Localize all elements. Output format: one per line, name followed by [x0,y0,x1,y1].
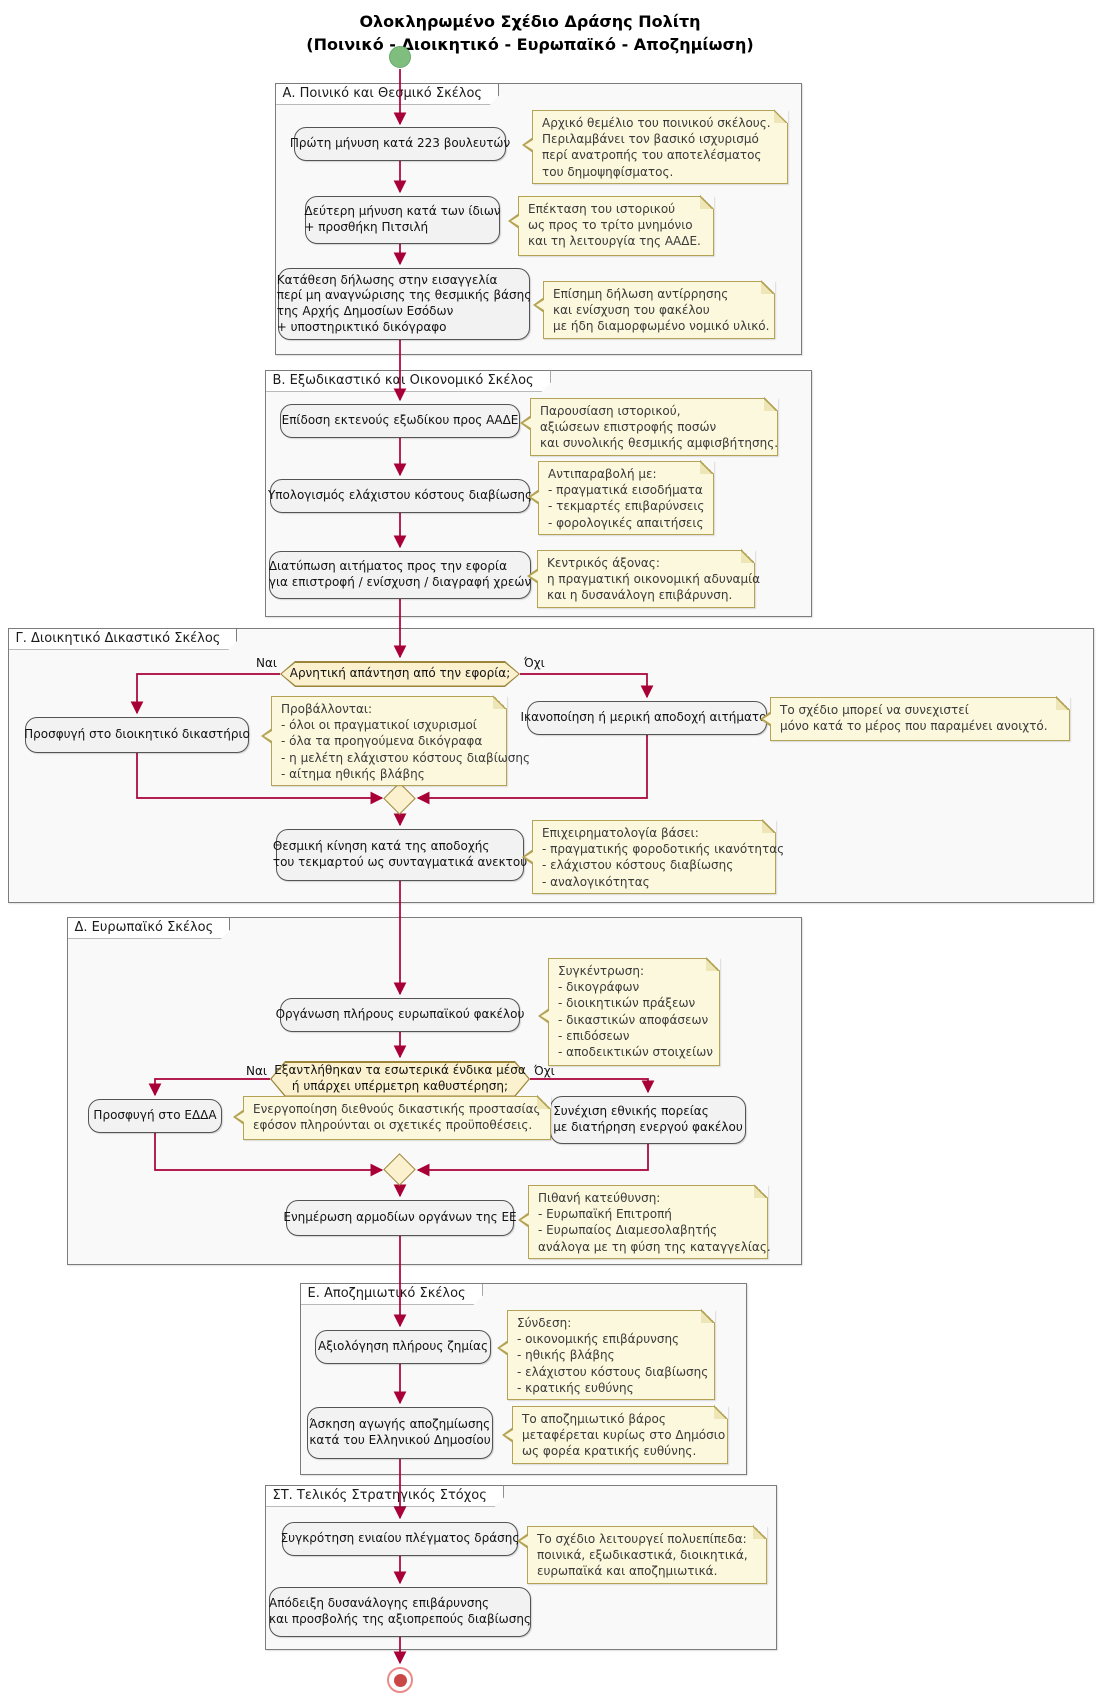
start-node [389,46,411,68]
arrow-decision-d-no [530,1078,655,1094]
partition-b-label: Β. Εξωδικαστικό και Οικονομικό Σκέλος [265,370,551,392]
note-b1-fold [764,397,778,411]
decision-d-fill [272,1063,529,1096]
arrow-decision-c-no [520,673,654,699]
end-node [387,1667,413,1693]
arrow-cright-merge [416,735,648,805]
activity-c-right: Ικανοποίηση ή μερική αποδοχή αιτήματος [521,701,774,735]
partition-d-label: Δ. Ευρωπαϊκό Σκέλος [67,917,231,939]
note-e2-fold [714,1405,728,1419]
activity-c2: Θεσμική κίνηση κατά της αποδοχής του τεκ… [273,829,527,881]
decision-d-question: Εξαντλήθηκαν τα εσωτερικά ένδικα μέσα ή … [274,1063,526,1093]
note-b2-fold [700,460,714,474]
note-f1: Το σχέδιο λειτουργεί πολυεπίπεδα: ποινικ… [517,1526,767,1584]
activity-d-left: Προσφυγή στο ΕΔΔΑ [88,1099,222,1133]
partition-e-label: Ε. Αποζημιωτικό Σκέλος [300,1283,483,1305]
decision-c: Αρνητική απάντηση από την εφορία; [280,661,520,687]
note-b3: Κεντρικός άξονας: η πραγματική οικονομικ… [527,550,760,608]
arrow-cleft-merge [136,753,384,805]
note-b1: Παρουσίαση ιστορικού, αξιώσεων επιστροφή… [520,398,778,456]
note-d2: Πιθανή κατεύθυνση: - Ευρωπαϊκή Επιτροπή … [518,1185,771,1259]
activity-a3: Κατάθεση δήλωσης στην εισαγγελία περί μη… [277,268,531,340]
edge-label-d-yes: Ναι [246,1064,267,1078]
activity-f1: Συγκρότηση ενιαίου πλέγματος δράσης [281,1522,519,1556]
note-a1: Αρχικό θεμέλιο του ποινικού σκέλους. Περ… [522,110,788,184]
note-d2-fold [754,1184,768,1198]
decision-c-fill [282,663,519,686]
activity-b1: Επίδοση εκτενούς εξωδίκου προς ΑΑΔΕ [280,404,520,438]
end-node-dot [393,1673,407,1687]
activity-d2: Ενημέρωση αρμοδίων οργάνων της ΕΕ [283,1200,517,1236]
edge-label-c-yes: Ναι [256,656,277,670]
activity-e2: Άσκηση αγωγής αποζημίωσης κατά του Ελλην… [307,1407,493,1459]
decision-d: Εξαντλήθηκαν τα εσωτερικά ένδικα μέσα ή … [270,1061,530,1097]
note-b3-fold [741,549,755,563]
activity-f2: Απόδειξη δυσανάλογης επιβάρυνσης και προ… [269,1587,531,1637]
activity-e1: Αξιολόγηση πλήρους ζημίας [315,1330,491,1364]
note-d1: Συγκέντρωση: - δικογράφων - διοικητικών … [538,958,720,1066]
note-c-left-fold [493,695,507,709]
note-d-left: Ενεργοποίηση διεθνούς δικαστικής προστασ… [233,1096,551,1140]
partition-c-label: Γ. Διοικητικό Δικαστικό Σκέλος [8,628,238,650]
arrow-dleft-merge [154,1133,384,1177]
note-c-left: Προβάλλονται: - όλοι οι πραγματικοί ισχυ… [261,696,530,786]
note-a3: Επίσημη δήλωση αντίρρησης και ενίσχυση τ… [533,281,775,339]
arrow-dright-merge [416,1144,649,1177]
activity-d1: Οργάνωση πλήρους ευρωπαϊκού φακέλου [276,998,524,1032]
note-e1: Σύνδεση: - οικονομικής επιβάρυνσης - ηθι… [497,1310,715,1400]
note-c2-fold [762,819,776,833]
note-c-right-fold [1056,696,1070,710]
note-e2: Το αποζημιωτικό βάρος μεταφέρεται κυρίως… [502,1406,728,1464]
activity-b3: Διατύπωση αιτήματος προς την εφορία για … [269,551,531,599]
note-e1-fold [701,1309,715,1323]
note-b2: Αντιπαραβολή με: - πραγματικά εισοδήματα… [528,461,714,535]
arrow-decision-d-yes [148,1078,270,1097]
decision-c-question: Αρνητική απάντηση από την εφορία; [289,666,511,681]
arrow-decision-c-yes [130,673,280,715]
activity-d-right: Συνέχιση εθνικής πορείας με διατήρηση εν… [550,1096,746,1144]
edge-label-c-no: Όχι [524,656,545,670]
activity-c-left: Προσφυγή στο διοικητικό δικαστήριο [24,717,250,753]
note-d1-fold [706,957,720,971]
partition-f-label: ΣΤ. Τελικός Στρατηγικός Στόχος [265,1485,504,1507]
note-a3-fold [761,280,775,294]
note-c2: Επιχειρηματολογία βάσει: - πραγματικής φ… [522,820,784,894]
partition-a-label: Α. Ποινικό και Θεσμικό Σκέλος [275,83,500,105]
activity-a2: Δεύτερη μήνυση κατά των ίδιων + προσθήκη… [304,196,501,244]
note-f1-fold [753,1525,767,1539]
activity-a1: Πρώτη μήνυση κατά 223 βουλευτών [290,127,510,161]
activity-b2: Υπολογισμός ελάχιστου κόστους διαβίωσης [268,479,532,513]
note-a2: Επέκταση του ιστορικού ως προς το τρίτο … [508,196,714,256]
edge-label-d-no: Όχι [534,1064,555,1078]
diagram-title: Ολοκληρωμένο Σχέδιο Δράσης Πολίτη (Ποινι… [306,12,754,55]
note-c-right: Το σχέδιο μπορεί να συνεχιστεί μόνο κατά… [760,697,1070,741]
note-d-left-fold [537,1095,551,1109]
note-a1-fold [774,109,788,123]
note-a2-fold [700,195,714,209]
